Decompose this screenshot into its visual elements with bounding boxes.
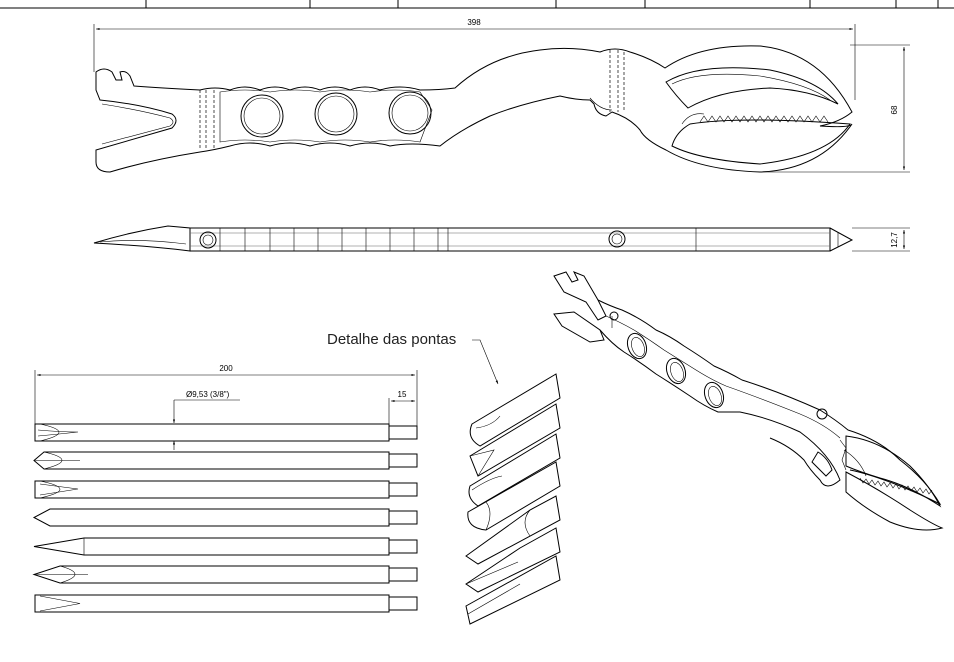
bit-3: [34, 480, 418, 499]
title-block-strip: [0, 0, 954, 9]
dimension-bit-length: 200: [219, 364, 233, 373]
bit-1: [34, 423, 418, 442]
tip-1: [469, 373, 561, 447]
bit-4: [32, 508, 418, 527]
tool-isometric-view: [553, 271, 944, 531]
tip-detail: Detalhe das pontas: [327, 331, 561, 625]
dimension-bit-diameter: Ø9,53 (3/8"): [186, 390, 230, 399]
tool-side-view: 12,7: [93, 225, 910, 252]
bit-2: [33, 451, 418, 470]
bit-7: [34, 594, 418, 613]
dimension-height: 68: [890, 105, 899, 114]
bit-5: [33, 537, 418, 556]
dimension-bit-tip-length: 15: [398, 390, 407, 399]
tip-3: [468, 433, 561, 507]
dimension-thickness: 12,7: [890, 232, 899, 248]
tip-7: [465, 555, 561, 625]
tip-2: [469, 403, 561, 477]
bits-view: 200 Ø9,53 (3/8") 15: [32, 364, 418, 613]
dimension-overall-length: 398: [467, 18, 481, 27]
tool-top-view: 398 68: [93, 18, 910, 173]
tip-5: [465, 495, 561, 565]
bit-6: [32, 565, 418, 584]
tip-4: [467, 461, 561, 531]
tip-detail-callout: Detalhe das pontas: [327, 331, 456, 348]
tip-6: [465, 527, 561, 593]
